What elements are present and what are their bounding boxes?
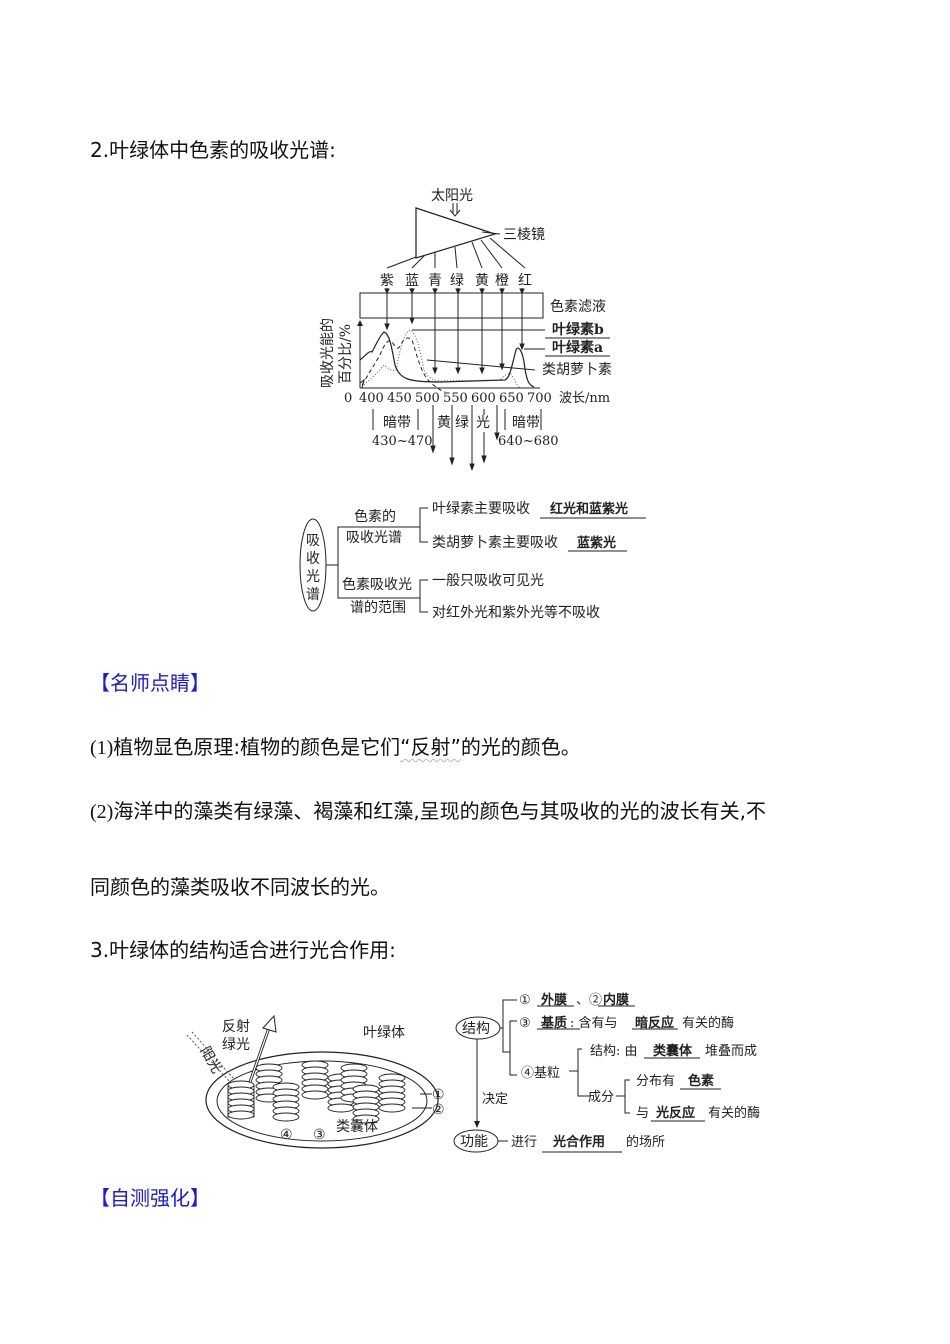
absorption-concept-map: 吸 收 光 谱 色素的 吸收光谱 叶绿素主要吸收 红光和蓝紫光 类胡萝卜素主要吸…: [299, 501, 646, 621]
y-axis-label-2: 百分比/%: [338, 324, 354, 384]
transmitted-yellow: 黄: [437, 414, 451, 431]
chloroplast-figure: 反射 绿光 叶绿体 阳光: [186, 1014, 445, 1149]
r3-answer-pigment: 色素: [688, 1073, 714, 1089]
transmitted-light: 光: [476, 415, 490, 431]
func-tail: 的场所: [626, 1134, 665, 1150]
grana-stacks: [227, 1060, 406, 1124]
transmitted-green: 绿: [455, 415, 469, 431]
b1-item1-answer: 红光和蓝紫光: [550, 501, 628, 517]
branch1-line2: 吸收光谱: [346, 530, 402, 546]
r3-struct: 结构: 由: [590, 1044, 638, 1059]
absorption-spectrum-figure: 太阳光 三棱镜 紫 蓝 青 绿 黄 橙 红 色素滤液: [320, 188, 612, 470]
x-tick-600: 600: [471, 391, 496, 406]
b1-item2-answer: 蓝紫光: [577, 535, 616, 551]
color-green: 绿: [450, 273, 464, 289]
structure-node: 结构: [462, 1021, 490, 1037]
branch1-line1: 色素的: [354, 508, 396, 525]
r3-grana: ④基粒: [521, 1066, 560, 1081]
chlorophyll-a-curve: [359, 331, 535, 388]
x-tick-550: 550: [443, 391, 468, 406]
root-char-1: 吸: [306, 533, 320, 549]
legend-chlorophyll-a: 叶绿素a: [552, 339, 603, 356]
x-tick-450: 450: [387, 391, 412, 406]
color-blue: 蓝: [405, 273, 419, 289]
legend-chlorophyll-b: 叶绿素b: [552, 321, 604, 338]
label-grana: ④: [280, 1127, 293, 1143]
x-tick-700: 700: [527, 391, 552, 406]
func-answer-photosynthesis: 光合作用: [552, 1134, 605, 1150]
thylakoid-label: 类囊体: [336, 1118, 378, 1135]
self-test-heading: 【自测强化】: [90, 1186, 210, 1210]
chloroplast-title: 叶绿体: [363, 1025, 405, 1041]
color-orange: 橙: [495, 273, 509, 289]
x-tick-0: 0: [344, 391, 352, 406]
x-tick-500: 500: [415, 391, 440, 406]
r2-answer-dark-reaction: 暗反应: [635, 1015, 674, 1031]
r1-num1: ①: [519, 993, 531, 1008]
tip-2-line-1: (2)海洋中的藻类有绿藻、褐藻和红藻,呈现的颜色与其吸收的光的波长有关,不: [90, 799, 767, 823]
b2-item2-text: 对红外光和紫外光等不吸收: [432, 604, 600, 621]
dark-band-2-range: 640~680: [498, 434, 559, 449]
b1-item1-text: 叶绿素主要吸收: [432, 501, 530, 517]
pigment-filter-box: [359, 292, 544, 319]
r3-tail: 堆叠而成: [705, 1044, 757, 1059]
r2-answer-stroma: 基质: [540, 1015, 567, 1031]
reflected-label-2: 绿光: [222, 1037, 250, 1053]
r2-tail: 有关的酶: [682, 1015, 734, 1031]
color-violet: 紫: [380, 273, 394, 289]
r1-answer-inner-membrane: 内膜: [603, 992, 629, 1008]
color-cyan: 青: [428, 273, 442, 289]
root-char-2: 收: [306, 551, 320, 567]
label-stroma: ③: [313, 1127, 326, 1143]
dark-band-1-label: 暗带: [383, 415, 411, 431]
legend-carotenoid: 类胡萝卜素: [542, 362, 612, 378]
sunlight-label: 太阳光: [431, 188, 473, 204]
prism-icon: [415, 207, 497, 259]
r2-mid: : 含有与: [570, 1015, 618, 1031]
r3-c2-tail: 有关的酶: [708, 1105, 760, 1121]
dark-band-1-range: 430~470: [372, 434, 433, 449]
r1-answer-outer-membrane: 外膜: [540, 992, 567, 1008]
x-tick-650: 650: [499, 391, 524, 406]
function-node: 功能: [460, 1134, 488, 1150]
func-text: 进行: [511, 1135, 537, 1150]
r3-answer-light-reaction: 光反应: [655, 1105, 695, 1121]
r3-c2-text: 与: [636, 1106, 649, 1121]
r1-sep: 、②: [576, 993, 602, 1008]
root-char-3: 光: [306, 569, 320, 585]
color-yellow: 黄: [475, 272, 489, 289]
label-inner-membrane: ②: [432, 1102, 445, 1118]
prism-label: 三棱镜: [503, 227, 545, 243]
r3-composition: 成分: [588, 1090, 614, 1105]
tip-1: (1)植物显色原理:植物的颜色是它们“反射”的光的颜色。: [90, 735, 581, 759]
section-2-heading: 2.叶绿体中色素的吸收光谱:: [90, 138, 336, 162]
branch2-line1: 色素吸收光: [342, 576, 412, 593]
section-3-heading: 3.叶绿体的结构适合进行光合作用:: [90, 938, 396, 962]
decides-label: 决定: [482, 1092, 508, 1107]
color-red: 红: [518, 273, 532, 289]
dark-band-2-label: 暗带: [512, 415, 540, 431]
y-axis-label-1: 吸收光能的: [320, 318, 336, 388]
r2-num: ③: [519, 1016, 531, 1031]
chlorophyll-b-curve: [361, 337, 446, 393]
branch2-line2: 谱的范围: [350, 599, 406, 616]
r3-c1-text: 分布有: [636, 1074, 675, 1089]
structure-concept-map: 结构 功能 ① 外膜 、② 内膜 ③ 基质 : 含有与 暗反应 有关的酶 结构:…: [453, 992, 760, 1153]
root-char-4: 谱: [306, 587, 320, 603]
reflect-term: “反射”: [400, 735, 461, 759]
x-tick-400: 400: [359, 391, 384, 406]
b1-item2-text: 类胡萝卜素主要吸收: [432, 535, 558, 551]
filter-label: 色素滤液: [550, 298, 606, 315]
carotenoid-curve: [363, 329, 521, 389]
tip-2-line-2: 同颜色的藻类吸收不同波长的光。: [90, 875, 390, 899]
r3-answer-thylakoid: 类囊体: [653, 1043, 693, 1059]
b2-item1-text: 一般只吸收可见光: [432, 573, 544, 589]
tips-heading: 【名师点睛】: [90, 671, 210, 695]
label-outer-membrane: ①: [432, 1087, 445, 1103]
reflected-label-1: 反射: [222, 1019, 250, 1035]
x-axis-label: 波长/nm: [559, 391, 610, 406]
